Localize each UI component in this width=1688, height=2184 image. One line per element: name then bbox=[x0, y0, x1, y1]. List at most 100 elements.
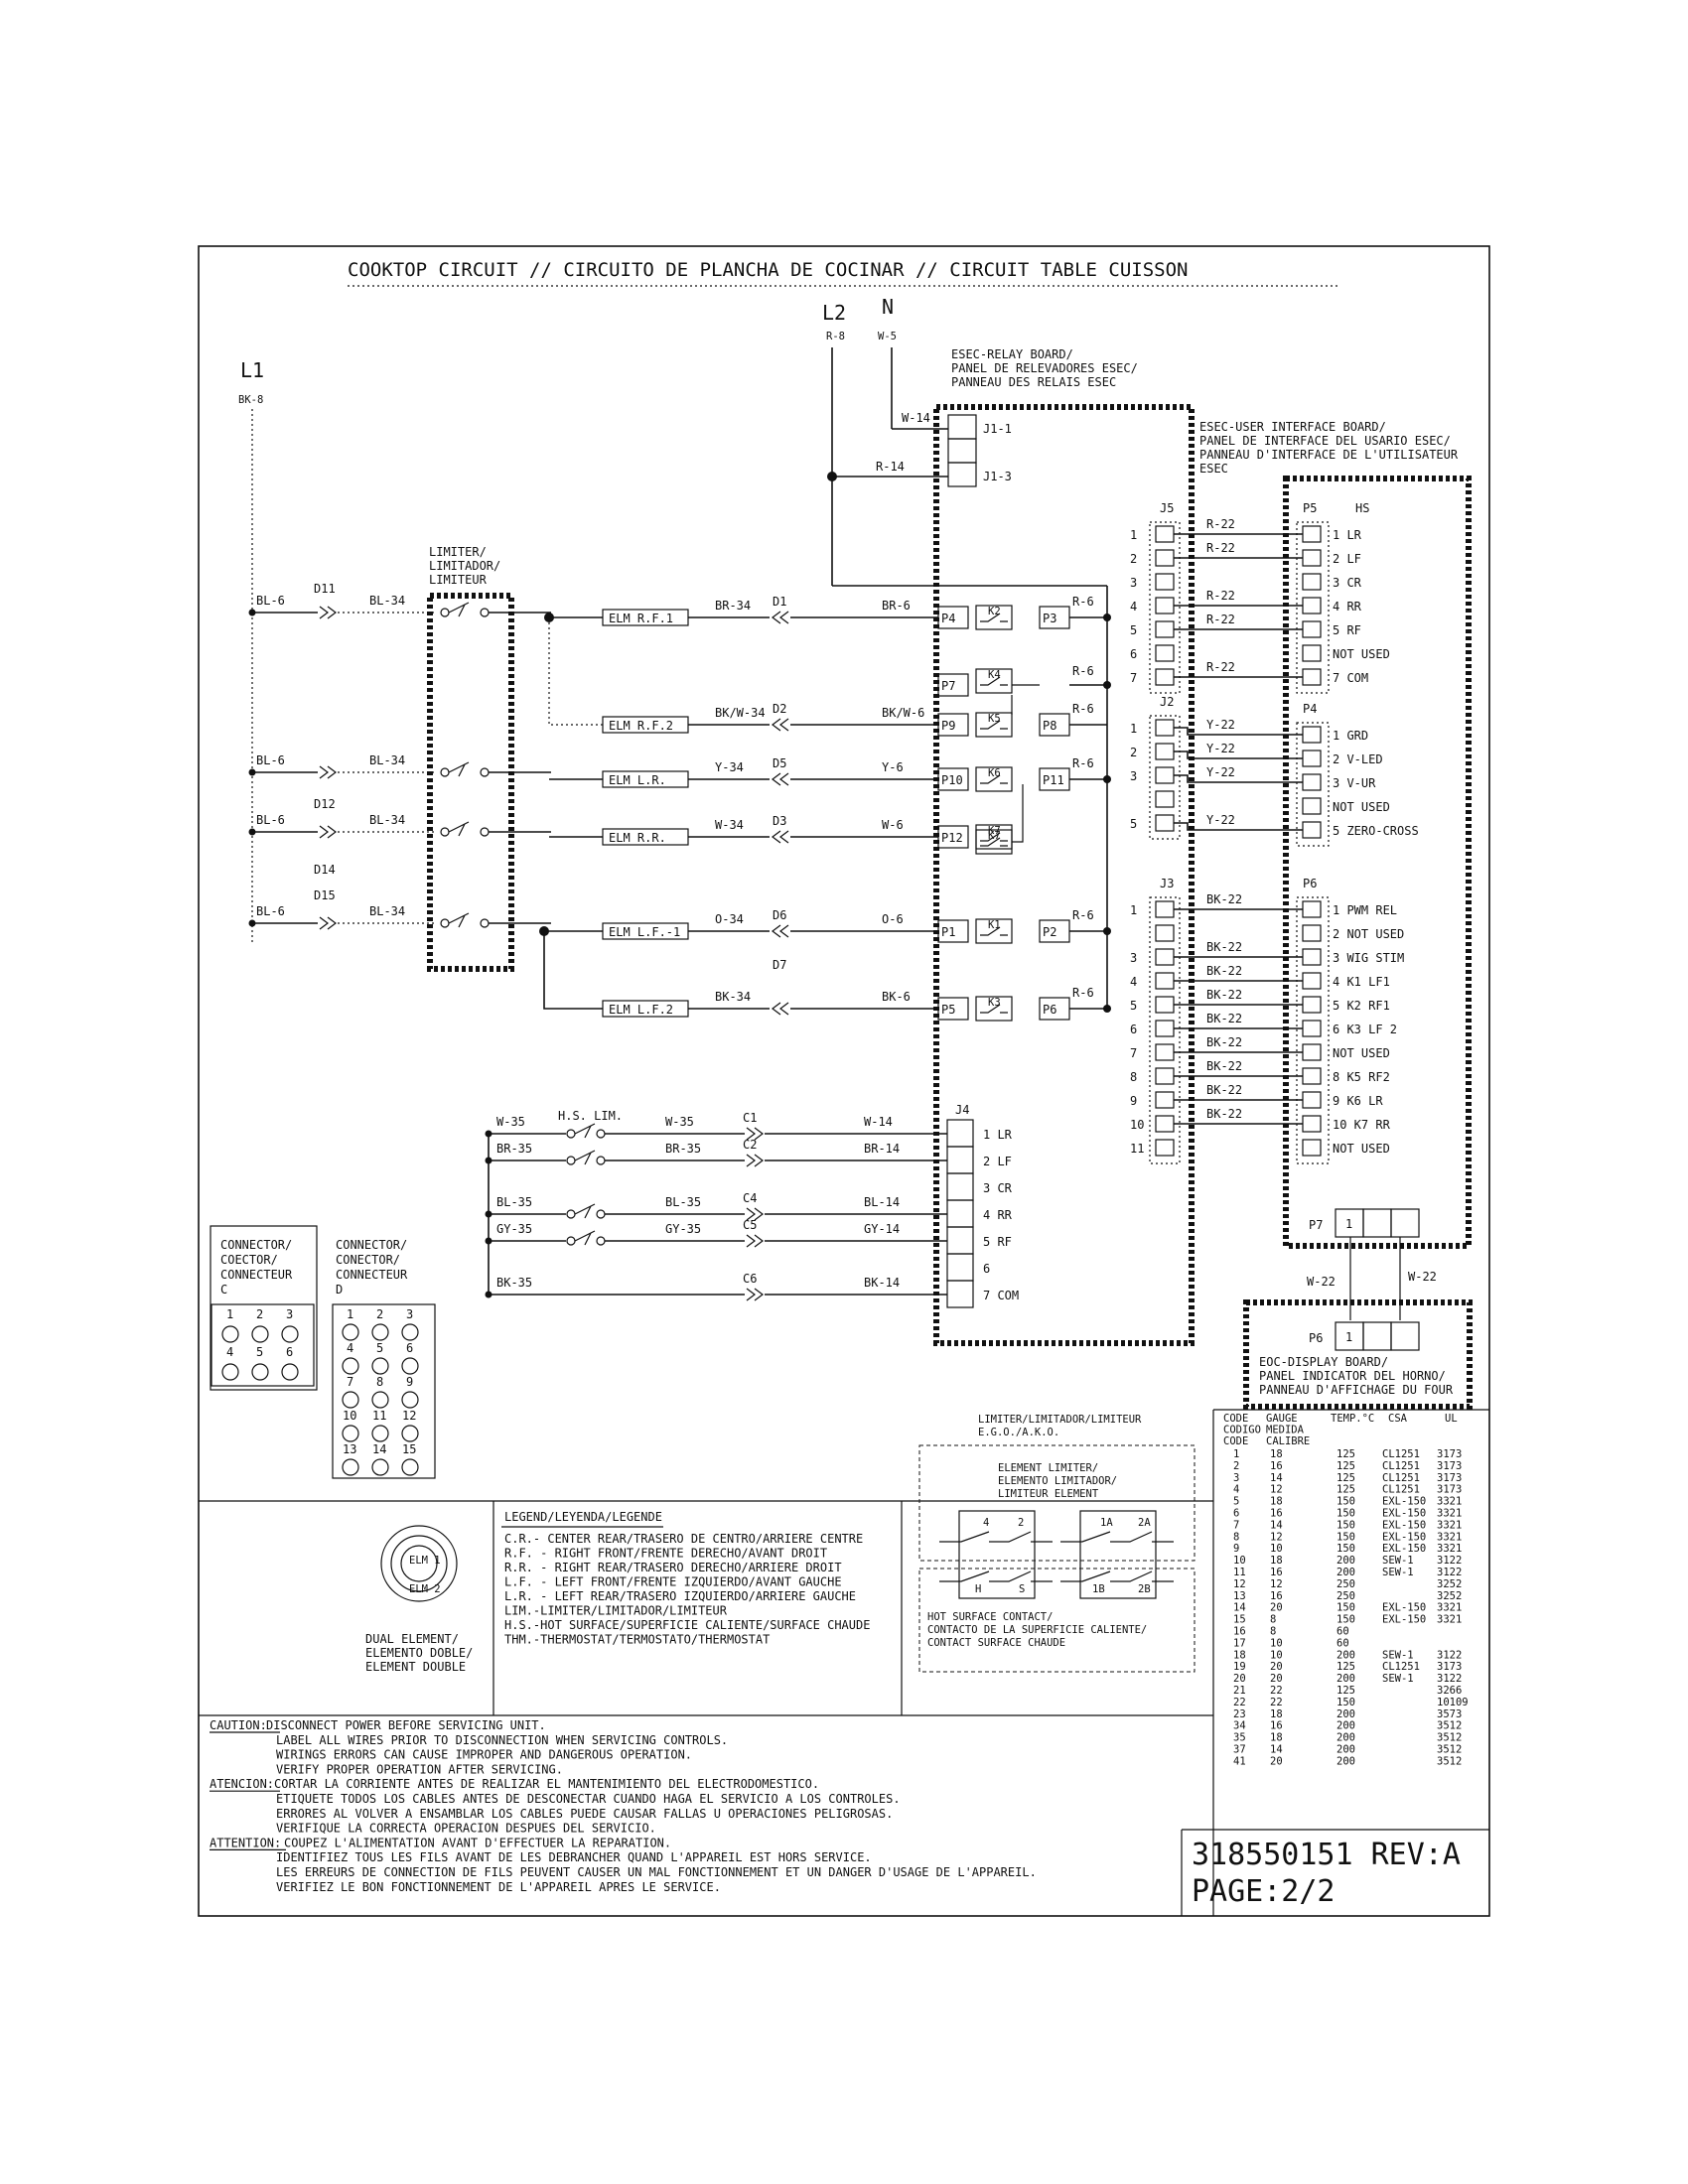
relay-pin-label: P3 bbox=[1043, 612, 1056, 625]
svg-text:ELM 2: ELM 2 bbox=[409, 1583, 441, 1595]
relay-pin bbox=[937, 606, 969, 629]
code-table-cell: 22 bbox=[1270, 1697, 1283, 1708]
connector-row-label: 8 K5 RF2 bbox=[1333, 1070, 1390, 1084]
code-table-cell: 3252 bbox=[1437, 1578, 1462, 1590]
connector-pin-number: 4 bbox=[1130, 975, 1137, 989]
connector-pin-number: 9 bbox=[406, 1375, 413, 1389]
code-table-cell: 4 bbox=[1233, 1484, 1239, 1496]
svg-text:LIMITER/LIMITADOR/LIMITEUR: LIMITER/LIMITADOR/LIMITEUR bbox=[978, 1414, 1142, 1426]
code-table-cell: SEW-1 bbox=[1382, 1649, 1414, 1661]
harness-wire-label: BK-22 bbox=[1206, 892, 1242, 906]
element-wire-label: BK/W-34 bbox=[715, 706, 766, 720]
code-table-cell: 14 bbox=[1270, 1519, 1283, 1531]
svg-text:ELM 1: ELM 1 bbox=[409, 1555, 441, 1567]
ui-board-label: ESEC-USER INTERFACE BOARD/ PANEL DE INTE… bbox=[1199, 420, 1459, 476]
svg-text:PANEL DE INTERFACE DEL USARIO: PANEL DE INTERFACE DEL USARIO ESEC/ bbox=[1199, 434, 1451, 448]
relay-label: K6 bbox=[988, 767, 1001, 779]
relay-label: K7 bbox=[988, 825, 1001, 837]
connector-row-label: 5 RF bbox=[983, 1235, 1012, 1249]
connector-row-label: 4 RR bbox=[1333, 600, 1362, 614]
relay-board-outline bbox=[933, 404, 1195, 1346]
relay-pin bbox=[937, 825, 969, 849]
l2-wire-label: R-8 bbox=[826, 331, 845, 342]
caution-line: IDENTIFIEZ TOUS LES FILS AVANT DE LES DE… bbox=[276, 1850, 872, 1864]
relay-out-label: R-6 bbox=[1072, 908, 1094, 922]
element-wire-label: BK-34 bbox=[715, 990, 751, 1004]
code-table-cell: 3321 bbox=[1437, 1508, 1462, 1520]
hs-wire-label: W-35 bbox=[665, 1115, 694, 1129]
connector-row-label: NOT USED bbox=[1333, 647, 1390, 661]
connector-row-label: NOT USED bbox=[1333, 1142, 1390, 1156]
code-table-cell: 41 bbox=[1233, 1755, 1246, 1767]
code-table-cell: 18 bbox=[1270, 1555, 1283, 1567]
legend-line: R.R. - RIGHT REAR/TRASERO DERECHO/ARRIER… bbox=[504, 1561, 842, 1574]
code-table-cell: 2 bbox=[1233, 1460, 1239, 1472]
code-table-cell: 5 bbox=[1233, 1496, 1239, 1508]
ui-board-outline bbox=[1283, 476, 1472, 1249]
connector-pin-number: 5 bbox=[376, 1341, 383, 1355]
code-table-cell: 18 bbox=[1270, 1708, 1283, 1720]
heating-element-label: ELM L.F.-1 bbox=[609, 925, 680, 939]
element-connector-label: D7 bbox=[773, 958, 786, 972]
connector-name: J3 bbox=[1160, 877, 1174, 890]
caution-line: LABEL ALL WIRES PRIOR TO DISCONNECTION W… bbox=[276, 1733, 728, 1747]
legend-line: LIM.-LIMITER/LIMITADOR/LIMITEUR bbox=[504, 1604, 728, 1618]
legend-line: C.R.- CENTER REAR/TRASERO DE CENTRO/ARRI… bbox=[504, 1532, 863, 1546]
code-table-cell: 150 bbox=[1336, 1614, 1355, 1626]
feed-out-label: BL-34 bbox=[369, 904, 405, 918]
code-table-cell: 20 bbox=[1270, 1661, 1283, 1673]
hs-wire-label: GY-35 bbox=[665, 1222, 701, 1236]
code-table-header: CODE bbox=[1223, 1413, 1248, 1425]
code-table-cell: 20 bbox=[1270, 1755, 1283, 1767]
connector-pin-number: 2 bbox=[1130, 746, 1137, 759]
relay-pin-label: P7 bbox=[941, 679, 955, 693]
code-table-header: CSA bbox=[1388, 1413, 1408, 1425]
connector-pin-number: 3 bbox=[1130, 951, 1137, 965]
svg-text:CONTACTO DE LA SUPERFICIE CALI: CONTACTO DE LA SUPERFICIE CALIENTE/ bbox=[927, 1624, 1147, 1636]
svg-text:1A: 1A bbox=[1100, 1517, 1113, 1529]
relay-out-label: R-6 bbox=[1072, 986, 1094, 1000]
connector-pin-number: 10 bbox=[343, 1409, 356, 1423]
code-table-cell: 200 bbox=[1336, 1673, 1355, 1685]
code-table-cell: 200 bbox=[1336, 1555, 1355, 1567]
page-frame bbox=[198, 245, 1490, 1917]
code-table-cell: 3321 bbox=[1437, 1519, 1462, 1531]
relay-board-label: ESEC-RELAY BOARD/ PANEL DE RELEVADORES E… bbox=[951, 347, 1138, 389]
code-table-cell: 3512 bbox=[1437, 1744, 1462, 1756]
hs-connector-label: C1 bbox=[743, 1111, 757, 1125]
code-table-cell: 125 bbox=[1336, 1685, 1355, 1697]
svg-text:COECTOR/: COECTOR/ bbox=[220, 1253, 278, 1267]
harness-wire-label: BK-22 bbox=[1206, 1083, 1242, 1097]
svg-text:ELEMENT LIMITER/: ELEMENT LIMITER/ bbox=[998, 1462, 1098, 1474]
relay-pin bbox=[937, 767, 969, 791]
feed-connector-label: D15 bbox=[314, 888, 336, 902]
code-table-cell: 14 bbox=[1233, 1602, 1246, 1614]
code-table-cell: EXL-150 bbox=[1382, 1543, 1426, 1555]
connector-name: J5 bbox=[1160, 501, 1174, 515]
element-wire-label: W-34 bbox=[715, 818, 744, 832]
svg-text:EOC-DISPLAY BOARD/: EOC-DISPLAY BOARD/ bbox=[1259, 1355, 1388, 1369]
caution-tag: CAUTION: bbox=[210, 1718, 267, 1732]
code-table-cell: CL1251 bbox=[1382, 1472, 1420, 1484]
harness-wire-label: R-22 bbox=[1206, 589, 1235, 603]
svg-text:E.G.O./A.K.O.: E.G.O./A.K.O. bbox=[978, 1427, 1059, 1438]
connector-head: HS bbox=[1355, 501, 1369, 515]
hs-wire-label: GY-14 bbox=[864, 1222, 900, 1236]
code-table-cell: 125 bbox=[1336, 1472, 1355, 1484]
code-table-cell: 125 bbox=[1336, 1484, 1355, 1496]
connector-row-label: 3 CR bbox=[983, 1181, 1013, 1195]
code-table-cell: 12 bbox=[1270, 1484, 1283, 1496]
harness-wire-label: Y-22 bbox=[1206, 813, 1235, 827]
connector-row-label: 1 PWM REL bbox=[1333, 903, 1397, 917]
l1-wire-label: BK-8 bbox=[238, 394, 263, 406]
connector-row-label: 4 RR bbox=[983, 1208, 1013, 1222]
feed-wire-label: BL-6 bbox=[256, 813, 285, 827]
connector-pin-number: 1 bbox=[1130, 722, 1137, 736]
code-table-cell: 3122 bbox=[1437, 1567, 1462, 1578]
j1-wire-r14: R-14 bbox=[876, 460, 905, 474]
hs-wire-label: W-14 bbox=[864, 1115, 893, 1129]
svg-text:2A: 2A bbox=[1138, 1517, 1151, 1529]
eoc-connector: P6 1 bbox=[1309, 1321, 1420, 1351]
svg-text:LIMITADOR/: LIMITADOR/ bbox=[429, 559, 500, 573]
code-table-cell: 13 bbox=[1233, 1590, 1246, 1602]
